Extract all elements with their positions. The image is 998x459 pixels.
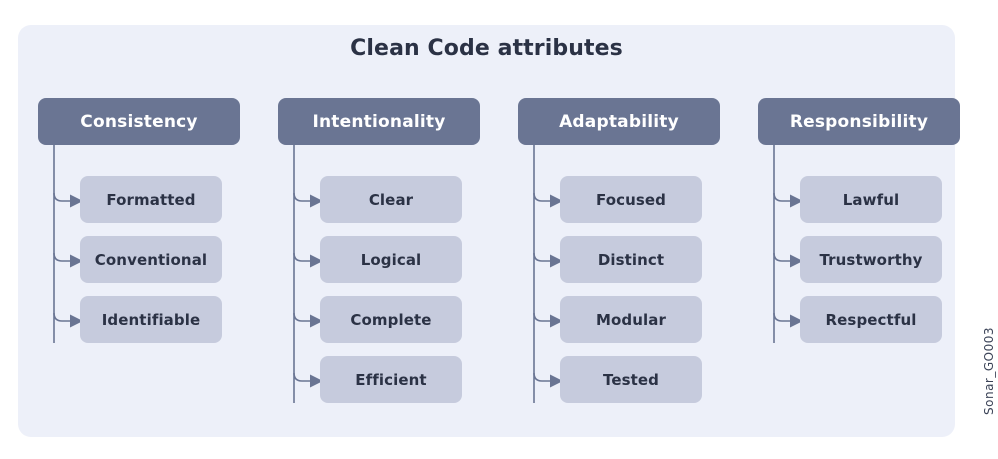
category-label: Responsibility <box>789 111 929 132</box>
attribute-list-adaptability: Focused Distinct Modular Tested <box>518 176 720 403</box>
attribute-label: Focused <box>595 190 667 209</box>
attribute-label: Identifiable <box>101 310 201 329</box>
attribute-box[interactable]: Trustworthy <box>800 236 942 283</box>
attribute-label: Efficient <box>355 370 427 389</box>
attribute-box[interactable]: Formatted <box>80 176 222 223</box>
attribute-box[interactable]: Respectful <box>800 296 942 343</box>
attribute-label: Lawful <box>842 190 900 209</box>
attribute-label: Clear <box>368 190 414 209</box>
category-label: Intentionality <box>312 111 446 132</box>
category-column-consistency: Consistency Formatted Conventional Ident… <box>38 98 240 343</box>
attribute-box[interactable]: Efficient <box>320 356 462 403</box>
attribute-box[interactable]: Tested <box>560 356 702 403</box>
attribute-list-responsibility: Lawful Trustworthy Respectful <box>758 176 960 343</box>
category-box-adaptability[interactable]: Adaptability <box>518 98 720 145</box>
attribute-label: Distinct <box>597 250 665 269</box>
attribute-box[interactable]: Logical <box>320 236 462 283</box>
category-columns: Consistency Formatted Conventional Ident… <box>18 25 960 437</box>
attribute-box[interactable]: Modular <box>560 296 702 343</box>
attribute-box[interactable]: Focused <box>560 176 702 223</box>
attribute-list-intentionality: Clear Logical Complete Efficient <box>278 176 480 403</box>
attribute-label: Tested <box>602 370 660 389</box>
attribute-list-consistency: Formatted Conventional Identifiable <box>38 176 240 343</box>
diagram-panel <box>18 25 955 437</box>
attribute-box[interactable]: Clear <box>320 176 462 223</box>
category-box-consistency[interactable]: Consistency <box>38 98 240 145</box>
category-column-responsibility: Responsibility Lawful Trustworthy Respec… <box>758 98 960 343</box>
category-column-adaptability: Adaptability Focused Distinct Modular Te… <box>518 98 720 403</box>
attribute-box[interactable]: Conventional <box>80 236 222 283</box>
attribute-label: Logical <box>360 250 422 269</box>
attribute-label: Complete <box>350 310 432 329</box>
attribute-label: Formatted <box>106 190 196 209</box>
category-box-intentionality[interactable]: Intentionality <box>278 98 480 145</box>
attribute-label: Modular <box>595 310 666 329</box>
category-label: Consistency <box>80 111 198 132</box>
source-caption: Sonar_GO003 <box>980 311 998 431</box>
category-column-intentionality: Intentionality Clear Logical Complete Ef… <box>278 98 480 403</box>
attribute-label: Conventional <box>94 250 208 269</box>
attribute-box[interactable]: Distinct <box>560 236 702 283</box>
attribute-box[interactable]: Complete <box>320 296 462 343</box>
category-box-responsibility[interactable]: Responsibility <box>758 98 960 145</box>
attribute-box[interactable]: Identifiable <box>80 296 222 343</box>
source-caption-label: Sonar_GO003 <box>982 327 996 415</box>
attribute-label: Trustworthy <box>819 250 923 269</box>
attribute-label: Respectful <box>825 310 917 329</box>
page-title: Clean Code attributes <box>350 36 623 61</box>
category-label: Adaptability <box>559 111 679 132</box>
attribute-box[interactable]: Lawful <box>800 176 942 223</box>
